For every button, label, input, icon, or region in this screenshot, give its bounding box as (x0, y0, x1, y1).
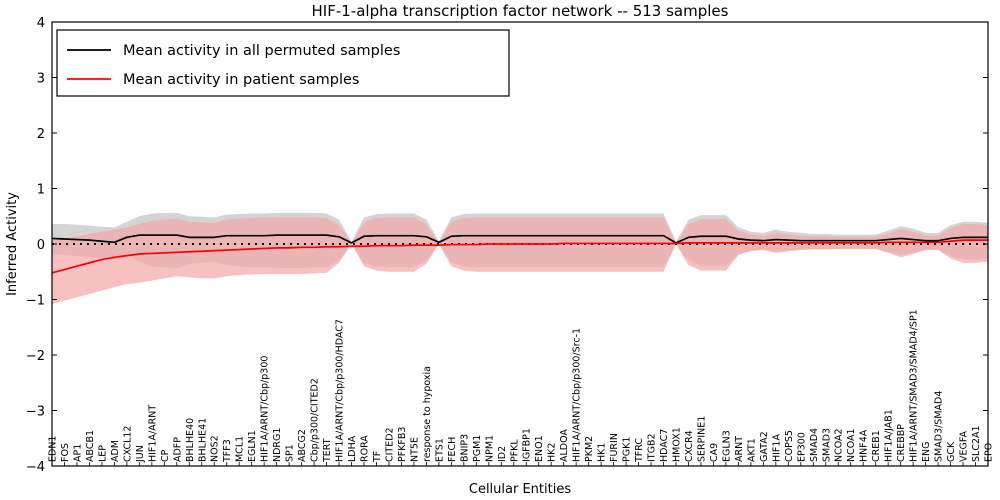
x-tick-label-IGFBP1: IGFBP1 (522, 428, 533, 462)
x-tick-label-ENO1: ENO1 (534, 435, 545, 462)
x-tick-label-TFF3: TFF3 (222, 439, 233, 463)
x-tick-label-TERT: TERT (322, 438, 333, 463)
x-tick-label-ARNT: ARNT (734, 436, 745, 462)
y-tick-label: −3 (26, 405, 45, 420)
x-axis-label: Cellular Entities (469, 482, 571, 497)
x-tick-label-JUN: JUN (135, 445, 146, 463)
x-tick-label-NOS2: NOS2 (210, 435, 221, 462)
x-tick-label-PKM2: PKM2 (584, 436, 595, 462)
x-tick-label-SERPINE1: SERPINE1 (696, 416, 707, 462)
x-tick-label-AKT1: AKT1 (746, 438, 757, 462)
x-tick-label-EPO: EPO (984, 443, 995, 462)
x-tick-label-Cbp/p300/CITED2: Cbp/p300/CITED2 (310, 378, 321, 462)
x-tick-label-BHLHE41: BHLHE41 (197, 418, 208, 462)
x-tick-label-ETS1: ETS1 (434, 438, 445, 462)
x-tick-label-PGK1: PGK1 (622, 437, 633, 462)
x-tick-label-HIF1A/ARNT: HIF1A/ARNT (147, 405, 158, 462)
x-tick-label-CA9: CA9 (709, 443, 720, 462)
x-tick-label-SMAD3/SMAD4: SMAD3/SMAD4 (934, 391, 945, 462)
y-tick-label: −2 (26, 349, 45, 364)
x-tick-label-ITGB2: ITGB2 (647, 433, 658, 462)
confidence-band-2 (52, 217, 988, 304)
y-tick-label: 2 (37, 127, 45, 142)
x-tick-label-HDAC7: HDAC7 (659, 429, 670, 462)
x-tick-label-HK1: HK1 (597, 443, 608, 462)
x-tick-label-SMAD4: SMAD4 (809, 428, 820, 462)
y-tick-label: 0 (37, 238, 45, 253)
x-tick-label-HIF1A/ARNT/Cbp/p300/Src-1: HIF1A/ARNT/Cbp/p300/Src-1 (572, 328, 583, 462)
x-tick-label-HIF1A/JAB1: HIF1A/JAB1 (884, 409, 895, 462)
x-tick-label-ALDOA: ALDOA (559, 429, 570, 462)
x-tick-label-AP1: AP1 (72, 444, 83, 462)
x-tick-label-GATA2: GATA2 (759, 431, 770, 462)
x-tick-label-PFKFB3: PFKFB3 (397, 427, 408, 462)
x-tick-label-HIF1A: HIF1A (771, 434, 782, 462)
x-tick-label-NT5E: NT5E (409, 437, 420, 462)
axes-frame (51, 21, 989, 467)
y-tick-label: −1 (26, 294, 45, 309)
x-tick-label-GCK: GCK (946, 441, 957, 462)
mean-line-2 (51, 239, 988, 274)
x-tick-label-TFRC: TFRC (634, 438, 645, 463)
x-tick-label-HIF1A/ARNT/Cbp/p300: HIF1A/ARNT/Cbp/p300 (260, 356, 271, 462)
x-tick-label-LDHA: LDHA (347, 435, 358, 462)
x-tick-label-COPS5: COPS5 (784, 430, 795, 462)
x-tick-label-MCL1: MCL1 (235, 436, 246, 462)
x-tick-label-FOS: FOS (60, 443, 71, 462)
x-tick-label-HK2: HK2 (547, 443, 558, 462)
x-tick-label-CITED2: CITED2 (384, 427, 395, 462)
legend-box (56, 29, 510, 97)
x-tick-label-ADM: ADM (110, 440, 121, 462)
x-tick-label-EDN1: EDN1 (48, 436, 59, 462)
x-tick-label-NPM1: NPM1 (484, 435, 495, 462)
x-tick-label-NCOA2: NCOA2 (834, 428, 845, 462)
x-tick-label-BHLHE40: BHLHE40 (185, 418, 196, 462)
x-tick-label-HNF4A: HNF4A (859, 429, 870, 462)
y-tick-label: 3 (37, 72, 45, 87)
x-tick-label-ABCB1: ABCB1 (85, 430, 96, 462)
mean-line-1 (51, 234, 988, 244)
x-tick-label-HMOX1: HMOX1 (672, 427, 683, 462)
x-tick-label-CXCL12: CXCL12 (122, 426, 133, 462)
x-tick-label-FECH: FECH (447, 437, 458, 462)
x-tick-label-NDRG1: NDRG1 (272, 428, 283, 462)
x-tick-label-HIF1A/ARNT/SMAD3/SMAD4/SP1: HIF1A/ARNT/SMAD3/SMAD4/SP1 (909, 309, 920, 462)
x-tick-label-NCOA1: NCOA1 (846, 428, 857, 462)
x-tick-label-EP300: EP300 (796, 432, 807, 462)
x-tick-label-CXCR4: CXCR4 (684, 430, 695, 462)
x-tick-label-response to hypoxia: response to hypoxia (422, 366, 433, 462)
x-tick-label-LEP: LEP (97, 445, 108, 462)
x-tick-label-SP1: SP1 (285, 444, 296, 462)
x-tick-label-PFKL: PFKL (509, 439, 520, 462)
x-tick-label-ABCG2: ABCG2 (297, 429, 308, 462)
x-tick-label-ADFP: ADFP (172, 437, 183, 462)
legend-label-2: Mean activity in patient samples (123, 72, 359, 88)
x-tick-label-EGLN3: EGLN3 (721, 430, 732, 462)
y-tick-label: 4 (37, 16, 45, 31)
legend-label-1: Mean activity in all permuted samples (123, 43, 400, 59)
chart-title: HIF-1-alpha transcription factor network… (312, 2, 729, 20)
x-tick-label-BNIP3: BNIP3 (459, 434, 470, 462)
x-tick-label-PGM1: PGM1 (472, 435, 483, 462)
x-tick-label-ENG: ENG (921, 442, 932, 462)
y-tick-label: 1 (37, 183, 45, 198)
x-tick-label-TF: TF (372, 451, 383, 463)
x-tick-label-CREB1: CREB1 (871, 430, 882, 462)
x-tick-label-CREBBP: CREBBP (896, 424, 907, 462)
y-axis-label: Inferred Activity (5, 192, 20, 296)
x-tick-label-ID2: ID2 (497, 446, 508, 462)
y-tick-label: −4 (26, 460, 45, 475)
x-tick-label-FURIN: FURIN (609, 433, 620, 462)
x-tick-label-SLC2A1: SLC2A1 (971, 425, 982, 462)
x-tick-label-EGLN1: EGLN1 (247, 430, 258, 462)
x-tick-label-SMAD3: SMAD3 (821, 428, 832, 462)
x-tick-label-RORA: RORA (360, 435, 371, 462)
x-tick-label-HIF1A/ARNT/Cbp/p300/HDAC7: HIF1A/ARNT/Cbp/p300/HDAC7 (335, 319, 346, 462)
x-tick-label-VEGFA: VEGFA (959, 431, 970, 462)
x-tick-label-CP: CP (160, 449, 171, 462)
